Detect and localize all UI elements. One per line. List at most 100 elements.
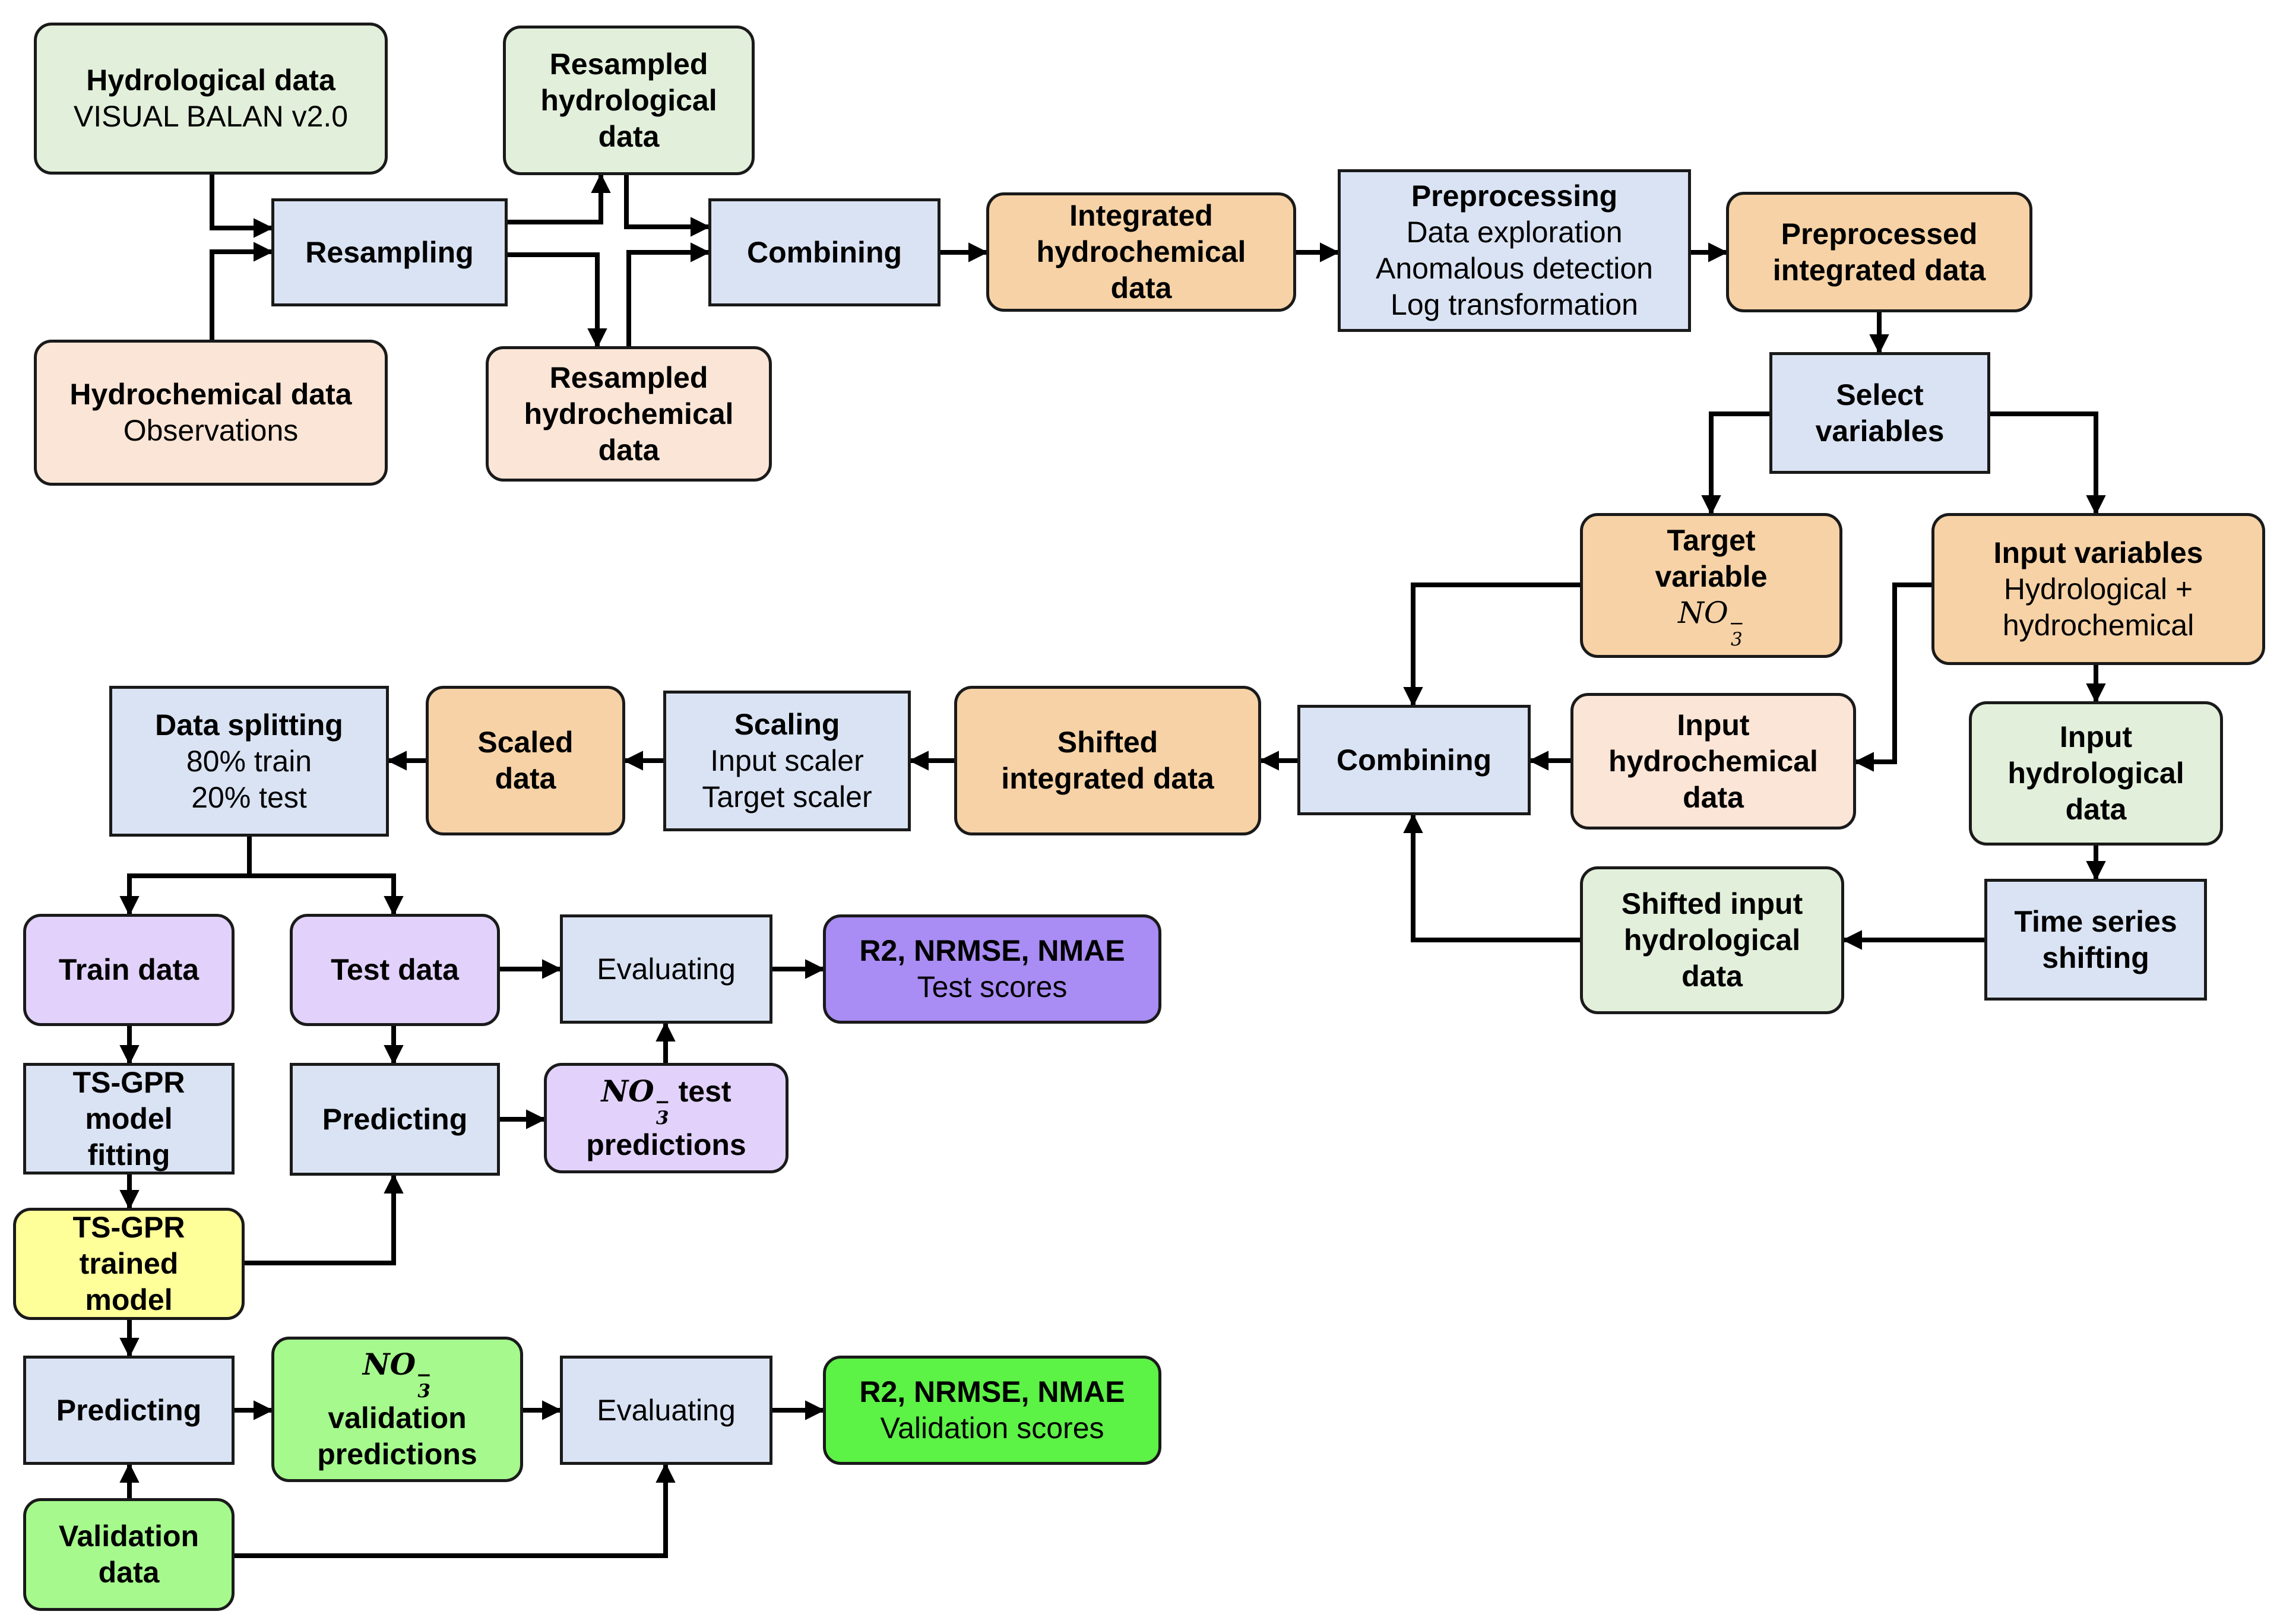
evaluating-val-title: Evaluating	[597, 1393, 736, 1427]
scaling-target-scaler: Target scaler	[702, 780, 872, 813]
combining-mid-title: Combining	[1336, 743, 1492, 777]
predicting-val-node: Predicting	[23, 1356, 235, 1465]
evaluating-val-node: Evaluating	[560, 1356, 772, 1465]
integrated-hydrochemical-node: Integrated hydrochemical data	[986, 192, 1296, 312]
test-scores-label: Test scores	[917, 970, 1068, 1003]
input-variables-node: Input variables Hydrological + hydrochem…	[1931, 513, 2265, 665]
edge-resampling-to-resampled-hydro	[508, 173, 611, 224]
scaling-title: Scaling	[734, 708, 840, 741]
validation-scores-label: Validation scores	[880, 1411, 1104, 1445]
nitrate-formula: NO−3	[1678, 595, 1744, 649]
trained-model-node: TS-GPR trained model	[13, 1208, 245, 1320]
scaled-data-title: Scaled data	[477, 726, 574, 795]
integrated-hydrochemical-title: Integrated hydrochemical data	[1036, 199, 1246, 305]
hydrochemical-data-title: Hydrochemical data	[69, 378, 352, 411]
formula-base: NO	[601, 1073, 654, 1109]
test-scores-node: R2, NRMSE, NMAE Test scores	[823, 914, 1161, 1024]
edge-splitting-to-train	[119, 837, 252, 916]
validation-data-node: Validation data	[23, 1498, 235, 1611]
test-predictions-node: NO−3 test predictions	[544, 1063, 788, 1173]
model-fitting-node: TS-GPR model fitting	[23, 1063, 235, 1175]
formula-charge: −	[416, 1364, 432, 1386]
edge-select-to-target	[1701, 411, 1769, 515]
target-variable-node: Target variable NO−3	[1580, 513, 1842, 658]
edge-input-to-input-hydrochem	[1854, 583, 1931, 772]
edge-splitting-to-test	[249, 873, 404, 916]
validation-scores-metrics: R2, NRMSE, NMAE	[859, 1375, 1125, 1408]
validation-predictions-node: NO−3 validation predictions	[271, 1337, 523, 1482]
edge-hydrochem-to-resampling	[210, 242, 274, 340]
predicting-val-title: Predicting	[56, 1393, 202, 1427]
test-predictions-title: predictions	[586, 1128, 746, 1162]
combining-top-title: Combining	[746, 235, 902, 269]
edge-resampling-to-resampled-hydrochem	[508, 252, 607, 349]
preprocessing-step-anomaly: Anomalous detection	[1376, 252, 1653, 285]
input-variables-sub: Hydrological + hydrochemical	[2002, 572, 2194, 642]
select-variables-title: Select variables	[1815, 378, 1945, 448]
data-splitting-node: Data splitting 80% train 20% test	[109, 686, 389, 837]
input-hydrological-title: Input hydrological data	[2007, 720, 2184, 826]
model-fitting-title: TS-GPR model fitting	[72, 1065, 185, 1172]
edge-resampled-hydrochem-to-combining	[626, 242, 711, 346]
hydrochemical-data-node: Hydrochemical data Observations	[34, 340, 388, 486]
shifted-integrated-title: Shifted integrated data	[1001, 726, 1214, 795]
data-splitting-train: 80% train	[186, 744, 312, 778]
resampled-hydrochemical-node: Resampled hydrochemical data	[486, 346, 772, 482]
test-predictions-formula: NO−3	[601, 1073, 670, 1128]
formula-charge: −	[654, 1091, 670, 1113]
edge-validation-to-evaluating-val	[235, 1462, 676, 1558]
combining-top-node: Combining	[708, 198, 940, 306]
hydrochemical-data-source: Observations	[123, 414, 299, 447]
evaluating-test-node: Evaluating	[560, 914, 772, 1024]
shifted-integrated-node: Shifted integrated data	[954, 686, 1261, 835]
formula-charge: −	[1728, 612, 1744, 634]
formula-subscript: 3	[1731, 629, 1743, 651]
edge-select-to-input	[1990, 411, 2106, 515]
input-hydrochemical-node: Input hydrochemical data	[1570, 693, 1856, 830]
validation-predictions-formula: NO−3	[363, 1346, 432, 1401]
target-variable-title: Target variable	[1655, 523, 1768, 593]
time-series-shifting-title: Time series shifting	[2014, 904, 2177, 974]
preprocessing-title: Preprocessing	[1411, 179, 1618, 213]
formula-subscript: 3	[417, 1381, 430, 1403]
validation-predictions-title: validation predictions	[317, 1401, 477, 1471]
select-variables-node: Select variables	[1769, 352, 1990, 474]
test-scores-metrics: R2, NRMSE, NMAE	[859, 934, 1125, 967]
test-data-node: Test data	[290, 914, 500, 1026]
input-variables-title: Input variables	[1993, 536, 2203, 569]
resampling-node: Resampling	[271, 198, 508, 306]
preprocessing-step-log: Log transformation	[1391, 288, 1638, 321]
hydrological-data-title: Hydrological data	[86, 64, 335, 97]
preprocessed-integrated-node: Preprocessed integrated data	[1726, 192, 2032, 312]
resampled-hydrological-title: Resampled hydrological data	[540, 47, 717, 153]
predicting-test-node: Predicting	[290, 1063, 500, 1176]
validation-data-title: Validation data	[58, 1519, 200, 1589]
edge-trained-to-predicting	[245, 1173, 404, 1265]
train-data-node: Train data	[23, 914, 235, 1026]
test-data-title: Test data	[331, 953, 459, 986]
resampling-title: Resampling	[305, 235, 474, 269]
evaluating-test-title: Evaluating	[597, 952, 736, 986]
resampled-hydrological-node: Resampled hydrological data	[503, 26, 755, 175]
combining-mid-node: Combining	[1297, 705, 1531, 815]
edge-resampled-hydro-to-combining	[624, 175, 711, 237]
shifted-input-hydrological-node: Shifted input hydrological data	[1580, 866, 1844, 1014]
time-series-shifting-node: Time series shifting	[1984, 879, 2207, 1001]
formula-subscript: 3	[656, 1107, 669, 1129]
edge-shifted-input-to-combining	[1403, 813, 1580, 942]
validation-scores-node: R2, NRMSE, NMAE Validation scores	[823, 1356, 1161, 1465]
scaling-input-scaler: Input scaler	[710, 744, 864, 777]
train-data-title: Train data	[58, 953, 200, 986]
scaling-node: Scaling Input scaler Target scaler	[663, 691, 911, 831]
preprocessing-node: Preprocessing Data exploration Anomalous…	[1338, 169, 1691, 332]
edge-target-to-combining	[1403, 583, 1580, 707]
scaled-data-node: Scaled data	[426, 686, 625, 835]
data-splitting-title: Data splitting	[155, 708, 343, 742]
data-splitting-test: 20% test	[191, 780, 307, 814]
formula-base: NO	[362, 1346, 416, 1382]
predicting-test-title: Predicting	[322, 1102, 468, 1136]
test-predictions-word-test: test	[678, 1074, 732, 1108]
formula-base: NO	[1678, 595, 1728, 630]
resampled-hydrochemical-title: Resampled hydrochemical data	[524, 360, 734, 467]
